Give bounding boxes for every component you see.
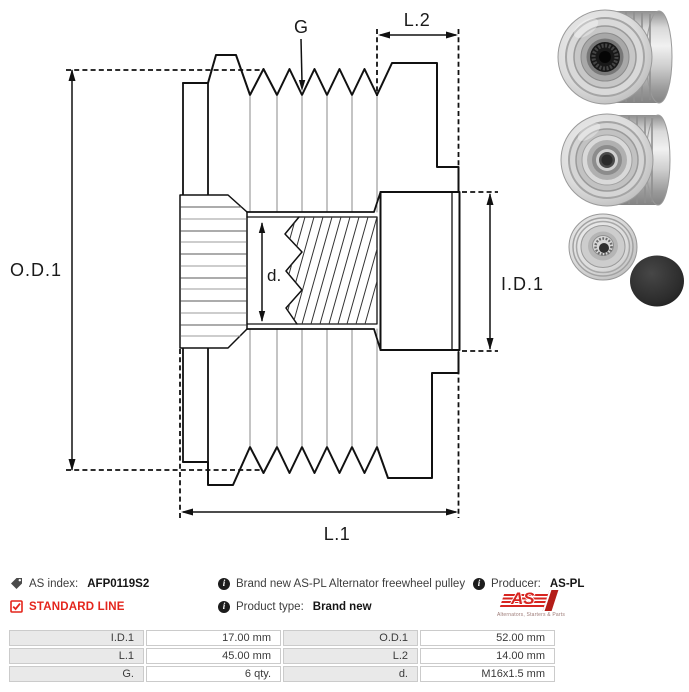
- spec-value: 6 qty.: [146, 666, 281, 682]
- description-row: Brand new AS-PL Alternator freewheel pul…: [218, 576, 465, 591]
- knurl-lines: [180, 206, 247, 337]
- producer-row: Producer: AS-PL: [473, 576, 584, 591]
- pulley-cross-section: [179, 54, 461, 486]
- dimension-d: d.: [258, 222, 281, 322]
- tag-icon: [10, 577, 23, 590]
- thread-hatching: [285, 217, 377, 324]
- producer-value: AS-PL: [549, 577, 585, 590]
- spec-label: L.1: [9, 648, 144, 664]
- as-index-value: AFP0119S2: [87, 577, 150, 590]
- spec-value: 45.00 mm: [146, 648, 281, 664]
- info-icon: [218, 600, 230, 613]
- product-photo-black-cap: [630, 255, 684, 307]
- od1-label: O.D.1: [10, 260, 62, 280]
- g-label: G: [294, 17, 308, 37]
- standard-line-badge: STANDARD LINE: [29, 600, 125, 613]
- dimension-id1: I.D.1: [462, 191, 544, 352]
- info-icon: [218, 577, 230, 590]
- product-type-row: Product type: Brand new: [218, 599, 465, 614]
- spec-label: O.D.1: [283, 630, 418, 646]
- info-column-left: AS index: AFP0119S2 STANDARD LINE: [10, 576, 149, 622]
- spec-label: G.: [9, 666, 144, 682]
- spec-row: L.1 45.00 mm L.2 14.00 mm: [9, 648, 555, 664]
- product-photo-small-top: [568, 213, 638, 281]
- info-column-center: Brand new AS-PL Alternator freewheel pul…: [218, 576, 465, 622]
- as-pl-logo: AS Alternators, Starters & Parts: [497, 589, 566, 618]
- spec-value: 14.00 mm: [420, 648, 555, 664]
- as-index-label: AS index:: [29, 577, 79, 590]
- spec-table: I.D.1 17.00 mm O.D.1 52.00 mm L.1 45.00 …: [7, 628, 557, 684]
- l1-label: L.1: [324, 524, 351, 544]
- spec-row: G. 6 qty. d. M16x1.5 mm: [9, 666, 555, 682]
- standard-line-row: STANDARD LINE: [10, 599, 149, 614]
- info-icon: [473, 577, 485, 590]
- spec-row: I.D.1 17.00 mm O.D.1 52.00 mm: [9, 630, 555, 646]
- id1-label: I.D.1: [501, 274, 544, 294]
- d-label: d.: [267, 266, 281, 285]
- product-description: Brand new AS-PL Alternator freewheel pul…: [236, 577, 466, 590]
- spec-label: d.: [283, 666, 418, 682]
- technical-drawing: O.D.1 G L.2 I.D.1: [10, 9, 684, 544]
- logo-caption: Alternators, Starters & Parts: [497, 612, 566, 618]
- product-photo-front-splined: [557, 9, 673, 105]
- dimension-l2: L.2: [376, 10, 460, 168]
- spec-value: M16x1.5 mm: [420, 666, 555, 682]
- dimension-g: G: [294, 17, 308, 91]
- info-column-right: Producer: AS-PL: [473, 576, 584, 599]
- spec-value: 17.00 mm: [146, 630, 281, 646]
- product-photo-rear-bore: [560, 113, 671, 207]
- product-type-value: Brand new: [312, 600, 372, 613]
- product-type-label: Product type:: [236, 600, 304, 613]
- producer-label: Producer:: [491, 577, 541, 590]
- logo-text: AS: [511, 589, 535, 608]
- spec-value: 52.00 mm: [420, 630, 555, 646]
- dimension-l1: L.1: [179, 349, 460, 544]
- as-pl-logo-mark: AS: [499, 589, 559, 611]
- as-index-row: AS index: AFP0119S2: [10, 576, 149, 591]
- l2-label: L.2: [404, 10, 431, 30]
- spec-label: I.D.1: [9, 630, 144, 646]
- checkbox-checked-icon: [10, 600, 23, 613]
- spec-label: L.2: [283, 648, 418, 664]
- dimension-od1: O.D.1: [10, 69, 263, 471]
